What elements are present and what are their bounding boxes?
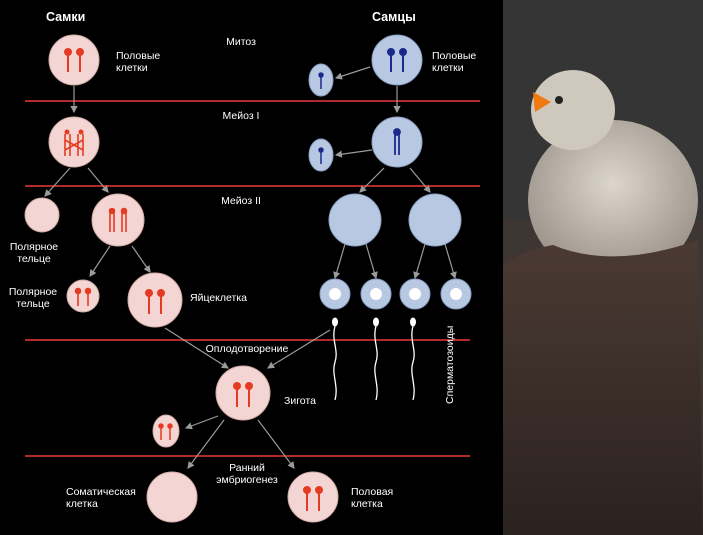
- female-meiosis1-cell: [48, 116, 100, 168]
- diagram-canvas: [24, 34, 480, 523]
- finch-beak: [533, 92, 551, 112]
- header-females: Самки: [46, 10, 86, 24]
- label-germ-cell: Половая клетка: [351, 486, 394, 510]
- flow-arrows: [44, 66, 457, 469]
- male-meiosis1-small-cell: [308, 138, 334, 172]
- finch-photo: [503, 0, 703, 535]
- stage-meiosis1: Мейоз I: [222, 110, 260, 122]
- label-zygote: Зигота: [284, 395, 316, 407]
- female-germ-cell: [48, 34, 100, 86]
- label-egg-cell: Яйцеклетка: [190, 292, 247, 304]
- male-meiosis2-cell-right: [408, 193, 462, 247]
- label-polar-body-2: Полярное тельце: [8, 286, 58, 310]
- spermatozoa: [332, 317, 416, 401]
- egg-cell: [127, 272, 183, 328]
- male-meiosis1-cell: [371, 116, 423, 168]
- polar-body-2-cell: [66, 279, 100, 313]
- finch-perch: [503, 240, 703, 535]
- male-germ-cell: [371, 34, 423, 86]
- spermatid-cells: [319, 278, 472, 310]
- header-males: Самцы: [372, 10, 416, 24]
- finch-eye: [555, 96, 563, 104]
- male-meiosis2-cell-left: [328, 193, 382, 247]
- label-somatic-cell: Соматическая клетка: [66, 486, 136, 510]
- label-spermatozoa: Сперматозоиды: [444, 325, 456, 404]
- reproduction-diagram: Самки Самцы Митоз Мейоз I Мейоз II Оплод…: [8, 10, 480, 523]
- polar-body-1-cell: [24, 197, 60, 233]
- germ-cell: [287, 471, 339, 523]
- somatic-cell: [146, 471, 198, 523]
- zygote-small-cell: [152, 414, 180, 448]
- label-male-germ-cells: Половые клетки: [432, 50, 477, 74]
- male-mitosis-small-cell: [308, 63, 334, 97]
- stage-mitosis: Митоз: [226, 36, 256, 48]
- stage-meiosis2: Мейоз II: [221, 195, 261, 207]
- stage-dividers: [25, 100, 480, 457]
- stage-fertilization: Оплодотворение: [205, 343, 289, 355]
- label-polar-body-1: Полярное тельце: [9, 241, 59, 265]
- finch-photo-drawing: [503, 0, 703, 535]
- zygote-cell: [215, 365, 271, 421]
- finch-body: [528, 120, 698, 280]
- finch-head: [531, 70, 615, 150]
- stage-early-embryogenesis: Ранний эмбриогенез: [216, 462, 278, 486]
- female-meiosis2-cell: [91, 193, 145, 247]
- label-female-germ-cells: Половые клетки: [116, 50, 161, 74]
